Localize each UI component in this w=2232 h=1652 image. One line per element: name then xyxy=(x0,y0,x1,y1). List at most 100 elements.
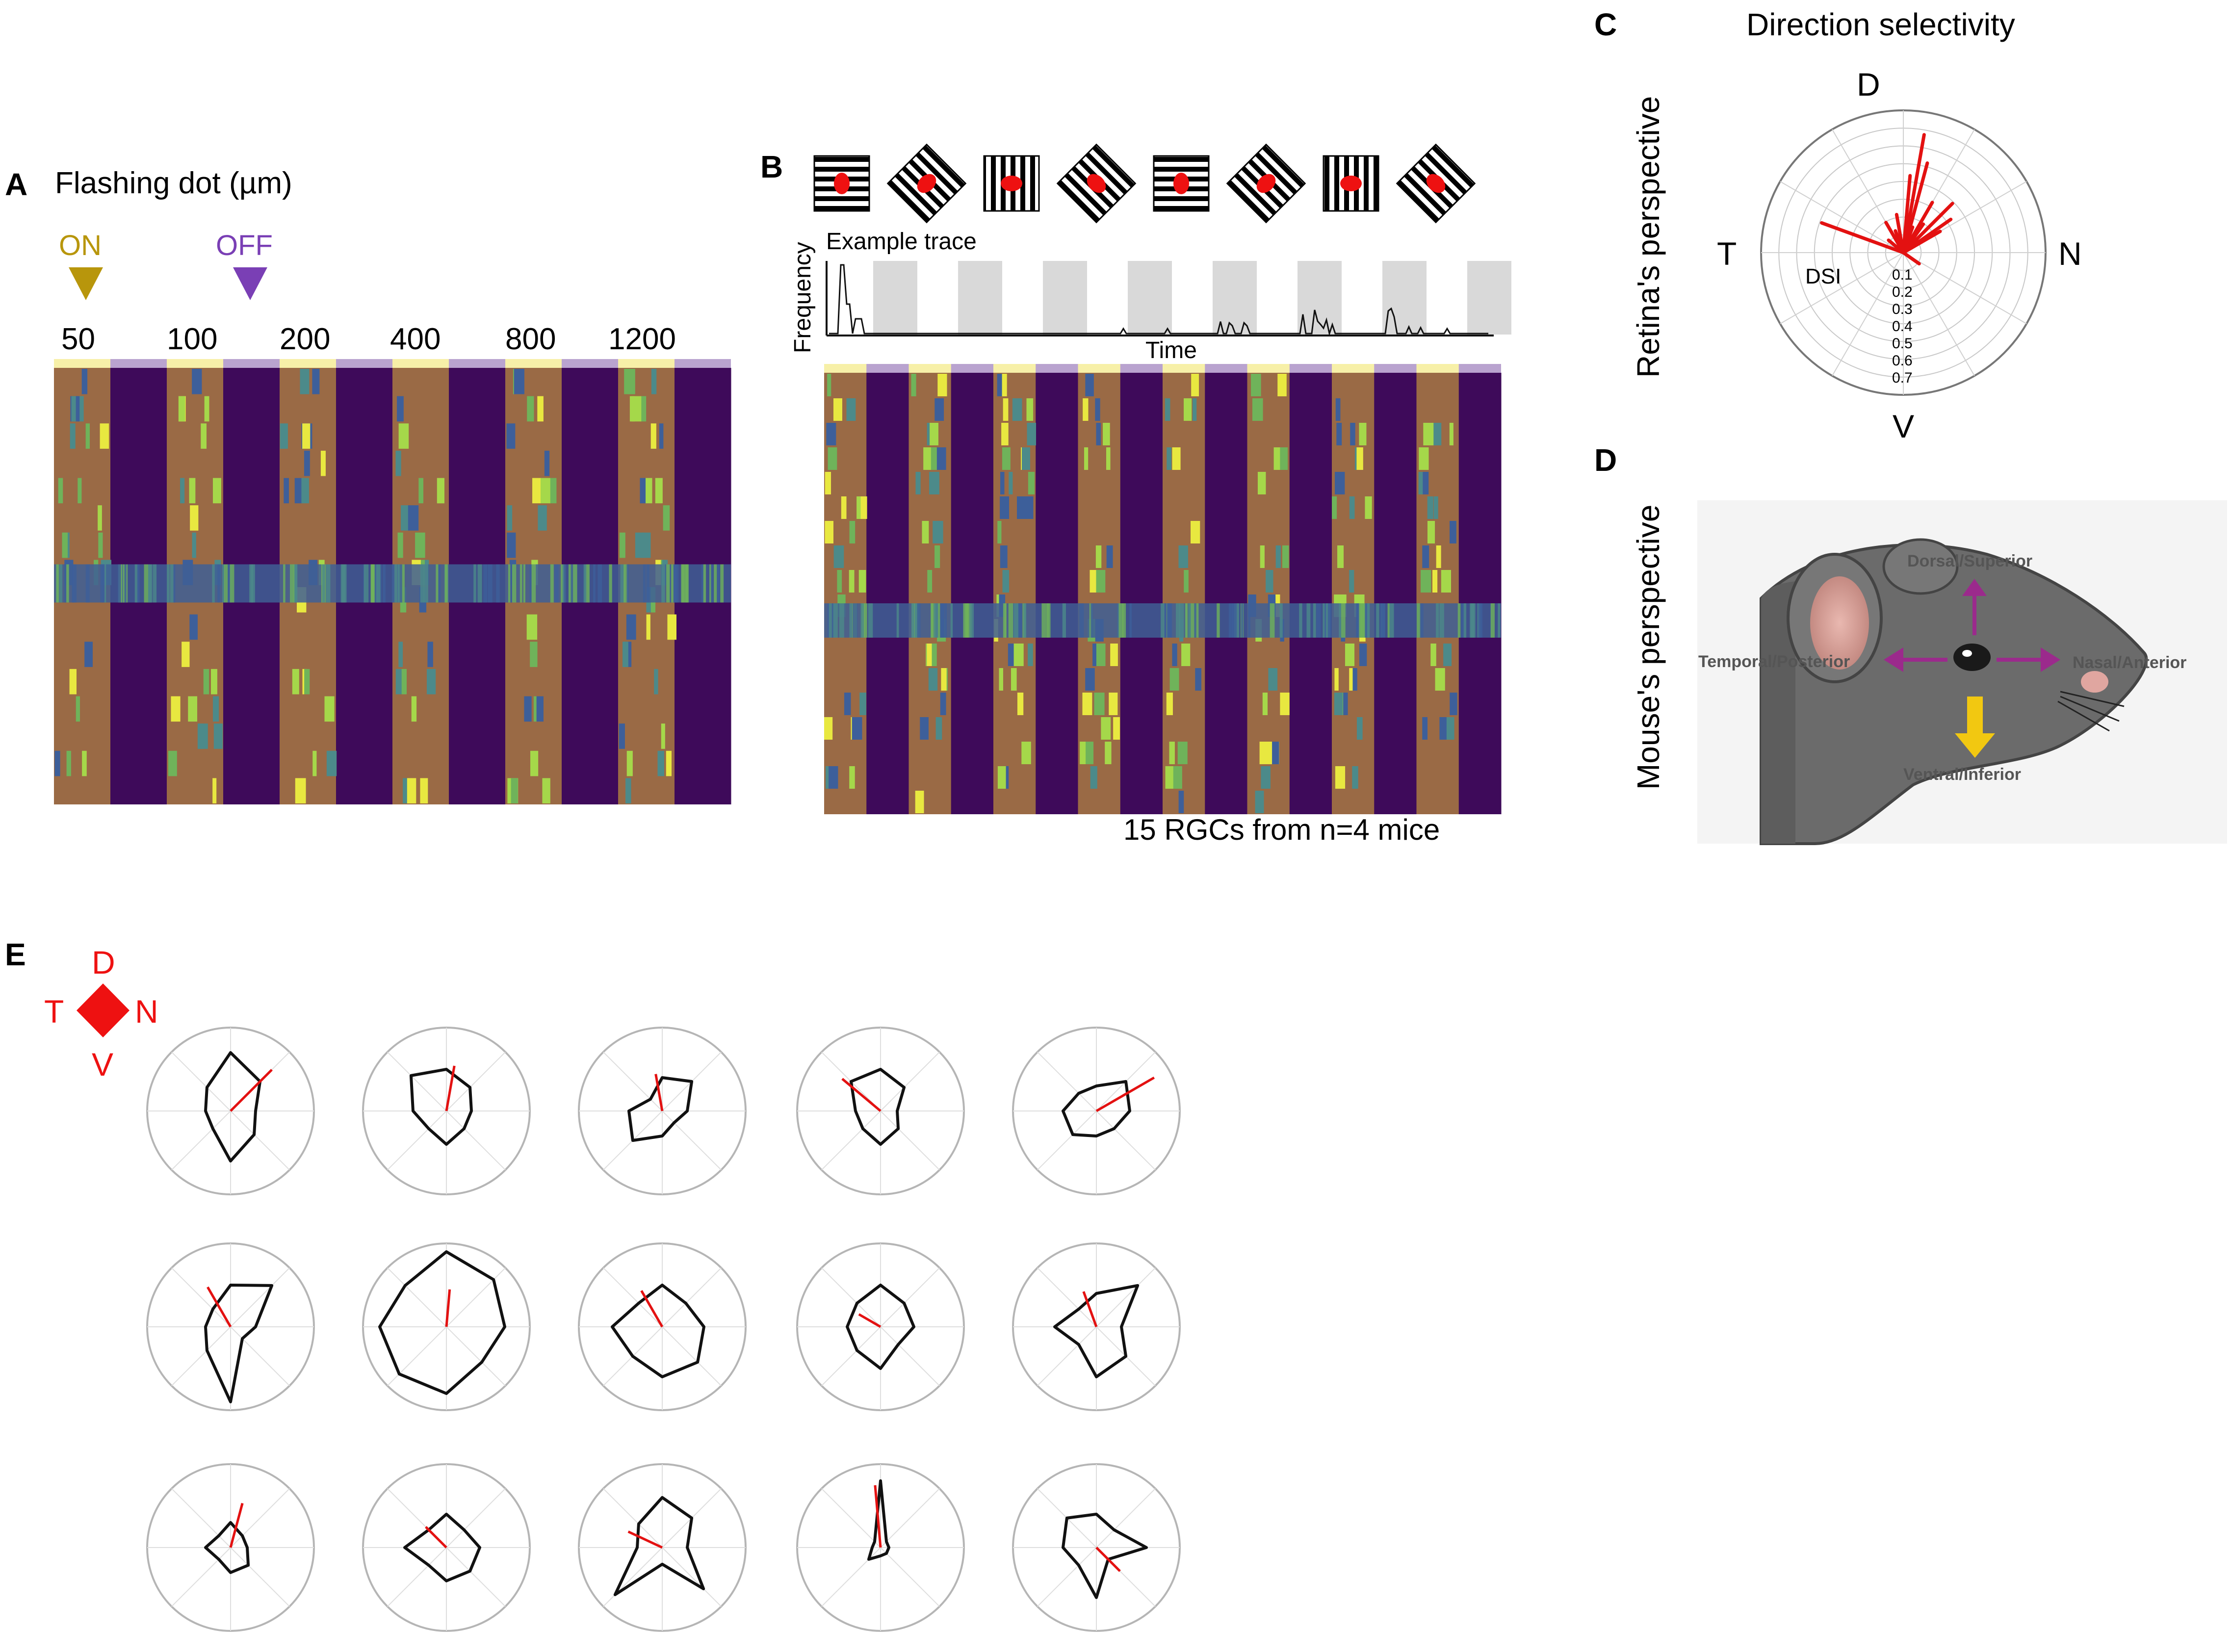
noise-mark xyxy=(73,564,77,603)
panel-b: B Example trace Frequency Time 15 RGCs f… xyxy=(760,143,1511,846)
noise-mark xyxy=(860,603,864,638)
response-mark xyxy=(398,642,403,667)
response-mark xyxy=(1000,472,1005,494)
response-mark xyxy=(1178,545,1188,568)
noise-mark xyxy=(646,564,650,603)
response-mark xyxy=(203,669,209,695)
response-mark xyxy=(619,532,625,558)
noise-mark xyxy=(1191,603,1194,638)
noise-mark xyxy=(363,564,369,603)
response-mark xyxy=(659,423,664,449)
tuning-curve xyxy=(204,1051,262,1162)
response-mark xyxy=(1028,472,1035,494)
response-mark xyxy=(549,478,557,504)
noise-mark xyxy=(620,564,625,603)
response-mark xyxy=(1356,717,1363,740)
panel-a-label: A xyxy=(5,167,27,202)
noise-mark xyxy=(938,603,940,638)
grating-icon xyxy=(1226,143,1306,224)
response-mark xyxy=(937,374,947,396)
panel-d: D Mouse's perspective xyxy=(1594,442,2227,845)
noise-mark xyxy=(911,603,914,638)
stimulus-bar xyxy=(1205,364,1247,373)
response-mark xyxy=(844,693,851,715)
response-mark xyxy=(646,478,652,504)
response-mark xyxy=(936,447,946,470)
response-mark xyxy=(1334,668,1339,691)
noise-mark xyxy=(137,564,140,603)
response-mark xyxy=(1332,496,1337,519)
noise-mark xyxy=(400,564,405,603)
stimulus-bar xyxy=(449,359,505,368)
cell-polar-plot xyxy=(1012,1463,1181,1632)
response-mark xyxy=(66,750,71,776)
noise-mark xyxy=(709,564,712,603)
response-mark xyxy=(934,545,940,568)
response-mark xyxy=(651,369,657,394)
response-mark xyxy=(826,423,836,445)
response-mark xyxy=(635,532,645,558)
stim-window xyxy=(958,261,1002,335)
response-mark xyxy=(1449,521,1456,543)
noise-mark xyxy=(720,564,724,603)
response-mark xyxy=(189,614,198,640)
preferred-direction-vector xyxy=(425,1526,447,1549)
on-band xyxy=(1163,373,1205,814)
response-mark xyxy=(81,369,88,394)
raster-heatmap-b xyxy=(824,364,1502,814)
response-mark xyxy=(1021,742,1031,764)
on-band xyxy=(908,373,952,814)
ring-label: 0.5 xyxy=(1892,336,1913,352)
noise-mark xyxy=(573,564,577,603)
on-band xyxy=(1247,373,1290,814)
response-mark xyxy=(1113,717,1120,740)
noise-mark xyxy=(1365,603,1369,638)
response-mark xyxy=(213,723,223,749)
panel-b-label: B xyxy=(760,149,783,184)
tuning-curve xyxy=(1053,1284,1140,1378)
response-mark xyxy=(58,478,63,504)
ventral-label: Ventral/Inferior xyxy=(1903,765,2021,784)
noise-mark xyxy=(1313,603,1316,638)
tuning-curve xyxy=(867,1479,890,1561)
dsi-vector xyxy=(1887,238,1905,255)
response-mark xyxy=(1181,644,1191,666)
noise-mark xyxy=(391,564,396,603)
response-mark xyxy=(1085,668,1095,691)
response-mark xyxy=(304,669,310,695)
noise-mark xyxy=(1490,603,1495,638)
polar-title: Direction selectivity xyxy=(1746,7,2015,42)
response-mark xyxy=(1173,766,1182,789)
noise-mark xyxy=(1457,603,1461,638)
noise-mark xyxy=(85,564,90,603)
response-mark xyxy=(506,423,516,449)
response-mark xyxy=(212,478,221,504)
response-mark xyxy=(1349,496,1355,519)
off-band xyxy=(1289,373,1332,814)
response-mark xyxy=(1028,644,1033,666)
cell-polar-plot xyxy=(362,1463,531,1632)
grating-icon xyxy=(813,155,870,212)
response-mark xyxy=(829,766,838,789)
dsi-vector xyxy=(1901,133,1926,255)
response-mark xyxy=(84,642,93,667)
response-mark xyxy=(98,505,102,531)
response-mark xyxy=(78,478,82,504)
response-mark xyxy=(1272,742,1279,764)
noise-mark xyxy=(1461,603,1464,638)
tuning-curve xyxy=(204,1521,250,1574)
response-mark xyxy=(920,717,929,740)
preferred-direction-vector xyxy=(1095,1547,1121,1572)
response-mark xyxy=(1095,545,1102,568)
response-mark xyxy=(1449,423,1453,445)
noise-mark xyxy=(496,564,500,603)
response-mark xyxy=(859,693,866,715)
size-label: 50 xyxy=(61,322,95,356)
noise-mark xyxy=(682,564,684,603)
response-mark xyxy=(1106,447,1111,470)
response-mark xyxy=(70,423,76,449)
response-mark xyxy=(420,778,428,803)
polar-plot xyxy=(1760,109,2047,396)
dsi-vector xyxy=(1901,222,1925,255)
